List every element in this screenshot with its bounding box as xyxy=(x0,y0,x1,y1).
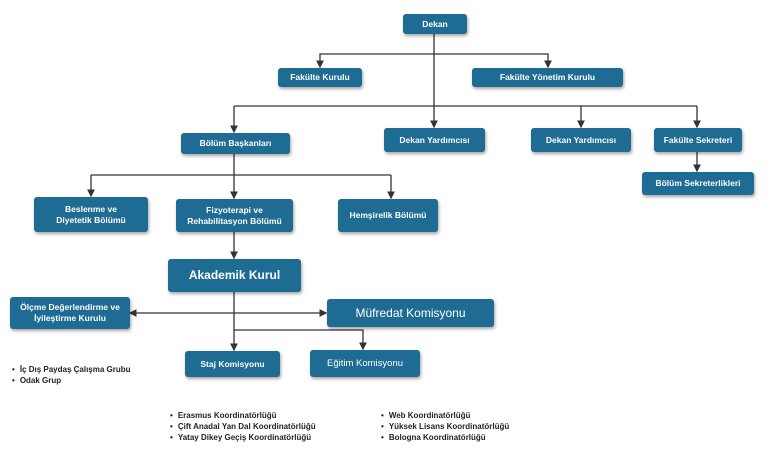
node-egitim: Eğitim Komisyonu xyxy=(310,350,420,377)
list-item: Bologna Koordinatörlüğü xyxy=(381,432,509,443)
line-dekan-fk xyxy=(316,34,435,69)
node-fakulte-kurulu: Fakülte Kurulu xyxy=(278,68,362,87)
node-bolum-baskanlari: Bölüm Başkanları xyxy=(181,133,290,154)
node-fakulte-yonetim-kurulu: Fakülte Yönetim Kurulu xyxy=(472,68,623,87)
coordinatorships-right: Web Koordinatörlüğü Yüksek Lisans Koordi… xyxy=(381,410,509,443)
node-hemsirelik: Hemşirelik Bölümü xyxy=(338,199,438,232)
node-beslenme: Beslenme ve Diyetetik Bölümü xyxy=(34,197,148,232)
list-item: Yatay Dikey Geçiş Koordinatörlüğü xyxy=(170,432,316,443)
node-mufredat: Müfredat Komisyonu xyxy=(327,299,494,327)
node-fizyoterapi: Fizyoterapi ve Rehabilitasyon Bölümü xyxy=(176,199,293,232)
line-dekan-fyk xyxy=(434,53,552,69)
node-olcme: Ölçme Değerlendirme ve İyileştirme Kurul… xyxy=(10,297,130,329)
line-to-egitim xyxy=(234,329,367,351)
list-item: Çift Anadal Yan Dal Koordinatörlüğü xyxy=(170,421,316,432)
list-item: Erasmus Koordinatörlüğü xyxy=(170,410,316,421)
list-item: Yüksek Lisans Koordinatörlüğü xyxy=(381,421,509,432)
list-item: Odak Grup xyxy=(12,375,131,386)
left-list: İç Dış Paydaş Çalışma Grubu Odak Grup xyxy=(12,364,131,386)
list-item: İç Dış Paydaş Çalışma Grubu xyxy=(12,364,131,375)
node-staj: Staj Komisyonu xyxy=(185,351,280,377)
node-akademik-kurul: Akademik Kurul xyxy=(168,259,301,292)
node-dekan: Dekan xyxy=(403,14,467,34)
coordinatorships-left: Erasmus Koordinatörlüğü Çift Anadal Yan … xyxy=(170,410,316,443)
node-dekan-yardimcisi-2: Dekan Yardımcısı xyxy=(531,128,631,152)
node-dekan-yardimcisi-1: Dekan Yardımcısı xyxy=(384,128,485,152)
node-bolum-sekreterlikleri: Bölüm Sekreterlikleri xyxy=(642,172,754,195)
node-fakulte-sekreteri: Fakülte Sekreteri xyxy=(654,128,742,152)
list-item: Web Koordinatörlüğü xyxy=(381,410,509,421)
